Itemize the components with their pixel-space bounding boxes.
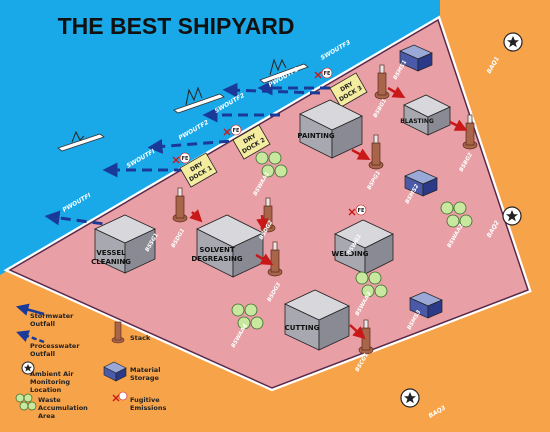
painting-label: PAINTING (297, 132, 335, 140)
legend-stack-label: Stack (130, 334, 151, 342)
vessel-cleaning-label: CLEANING (91, 258, 131, 266)
fugitive-emission-icon: FE (348, 204, 367, 216)
legend-ambient-label: Location (30, 386, 62, 394)
waste-areas (231, 151, 473, 330)
dry-dock-1: DRY DOCK 1 (179, 152, 218, 188)
welding-label: WELDING (332, 250, 369, 258)
legend-ambient-label: Ambient Air (30, 370, 74, 378)
ship-icon (57, 130, 105, 152)
building-solvent-degreasing: SOLVENT DEGREASING (191, 214, 264, 278)
fugitive-emission-icon: FE (223, 124, 242, 136)
fugitive-label: FE (182, 156, 189, 162)
building-painting: PAINTING (297, 99, 363, 159)
stack-icon (368, 134, 384, 170)
waste-area-icon (355, 271, 388, 298)
ambient-monitor-icon (503, 32, 523, 52)
legend-waste-label: Area (38, 412, 55, 420)
legend-processwater-icon (16, 330, 45, 344)
legend-fugitive-label: Emissions (130, 404, 167, 412)
material-storage-icon (409, 291, 443, 319)
fugitive-emission-icon: FE (172, 152, 191, 164)
legend-ambient-label: Monitoring (30, 378, 70, 386)
legend-material-label: Storage (130, 374, 159, 382)
stack-icon (358, 319, 374, 355)
ambient-monitor-icon (502, 206, 522, 226)
fugitive-label: FE (233, 128, 240, 134)
blasting-label: BLASTING (400, 118, 434, 125)
fugitive-markers: FE FE FE FE (172, 67, 367, 216)
fugitive-emission-icon: FE (314, 67, 333, 79)
legend-stack-icon (111, 321, 125, 344)
stack-icon (462, 114, 478, 150)
legend-material-icon (103, 361, 127, 382)
legend-waste-label: Accumulation (38, 404, 88, 412)
vessel-cleaning-label: VESSEL (96, 249, 126, 257)
waste-area-icon (255, 151, 288, 178)
legend-stormwater-icon (15, 303, 45, 316)
legend-processwater-label: Processwater (30, 342, 80, 350)
legend-stormwater-label: Stormwater (30, 312, 74, 320)
ambient-monitor-icon (400, 388, 420, 408)
stack-icon (374, 64, 390, 100)
stack-icon (172, 187, 188, 223)
legend-waste-label: Waste (38, 396, 61, 404)
legend-waste-icon (15, 393, 37, 411)
solvent-degreasing-label: DEGREASING (191, 255, 242, 263)
cutting-label: CUTTING (285, 324, 320, 332)
building-vessel-cleaning: VESSEL CLEANING (91, 214, 156, 274)
map-title: THE BEST SHIPYARD (58, 13, 295, 39)
legend: Stormwater Outfall Processwater Outfall … (15, 303, 167, 420)
legend-stormwater-label: Outfall (30, 320, 55, 328)
waste-area-icon (231, 303, 264, 330)
fugitive-label: FE (358, 208, 365, 214)
material-storage-icons (399, 44, 443, 319)
legend-ambient-icon (21, 361, 35, 375)
building-cutting: CUTTING (284, 289, 350, 351)
solvent-degreasing-label: SOLVENT (199, 246, 235, 254)
fugitive-label: FE (324, 71, 331, 77)
building-welding: WELDING (332, 219, 394, 275)
legend-fugitive-icon (112, 391, 128, 402)
material-storage-icon (404, 169, 438, 197)
legend-material-label: Material (130, 366, 160, 374)
building-blasting: BLASTING (400, 94, 451, 136)
legend-fugitive-label: Fugitive (130, 396, 160, 404)
emission-arrows (189, 86, 468, 340)
legend-processwater-label: Outfall (30, 350, 55, 358)
material-storage-icon (399, 44, 433, 72)
waste-area-icon (440, 201, 473, 228)
